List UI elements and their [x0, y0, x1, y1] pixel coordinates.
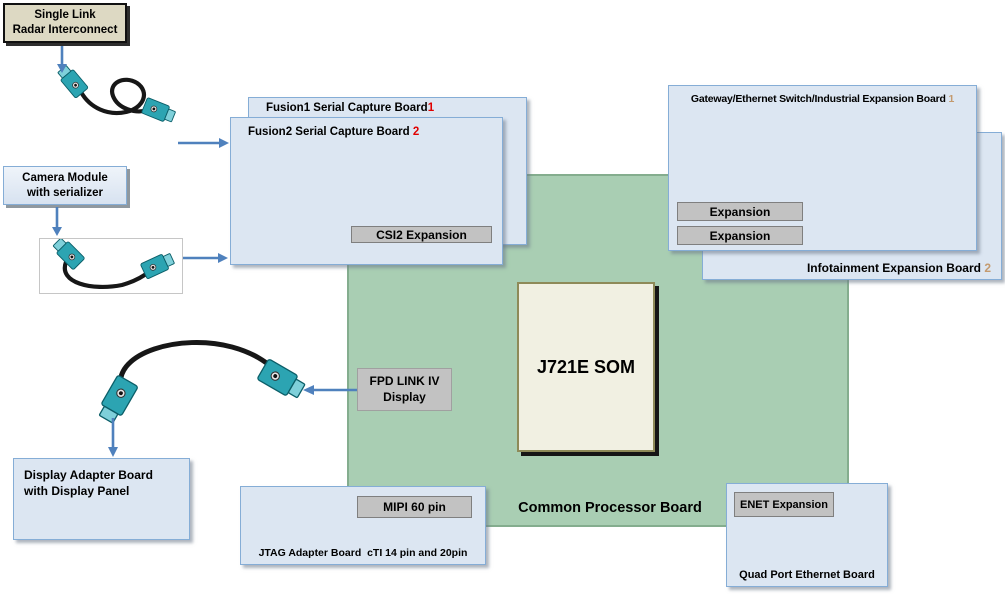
infotainment-number: 2: [984, 261, 991, 275]
enet-expansion-button: ENET Expansion: [734, 492, 834, 517]
radar-box-line1: Single Link: [34, 9, 96, 22]
gateway-title: Gateway/Ethernet Switch/Industrial Expan…: [690, 93, 949, 105]
fusion1-title: Fusion1 Serial Capture Board: [266, 102, 428, 114]
camera-cable-image: [39, 237, 183, 294]
fusion1-number: 1: [427, 102, 435, 114]
arrow-camera-box-to-cable: [52, 207, 62, 236]
gateway-ethernet-switch-industrial-expansion-board: Gateway/Ethernet Switch/Industrial Expan…: [668, 85, 977, 251]
fpd-line2: Display: [383, 389, 426, 404]
fakra-connector-icon: [257, 359, 306, 398]
display-coax-cable: [99, 339, 306, 424]
fpd-line1: FPD LINK IV: [369, 373, 440, 388]
single-link-radar-interconnect-box: Single Link Radar Interconnect: [3, 3, 127, 43]
csi2-expansion-button: CSI2 Expansion: [351, 226, 492, 243]
display-adapter-line2: with Display Panel: [24, 484, 130, 499]
gateway-board-label: Gateway/Ethernet Switch/Industrial Expan…: [669, 93, 976, 105]
camera-box-line1: Camera Module: [22, 171, 108, 184]
fpd-link-iv-display-box: FPD LINK IV Display: [357, 368, 452, 411]
arrow-display-cable-to-adapter: [108, 418, 118, 457]
fakra-connector-icon: [57, 65, 89, 99]
camera-coax-cable: [52, 237, 175, 290]
arrow-radar-box-to-cable: [57, 46, 67, 73]
quad-port-board-label: Quad Port Ethernet Board: [739, 569, 875, 581]
expansion-button-2: Expansion: [677, 226, 803, 245]
radar-coax-cable: [57, 65, 176, 123]
fakra-connector-icon: [140, 253, 175, 279]
infotainment-title: Infotainment Expansion Board: [806, 261, 985, 275]
j721e-som-module: J721E SOM: [517, 282, 655, 452]
fakra-connector-icon: [52, 237, 85, 270]
infotainment-board-label: Infotainment Expansion Board 2: [807, 261, 991, 275]
display-adapter-line1: Display Adapter Board: [24, 468, 153, 482]
fusion2-board-label: Fusion2 Serial Capture Board 2: [248, 126, 502, 138]
camera-module-box: Camera Module with serializer: [3, 166, 127, 205]
arrow-radar-cable-to-fusion: [178, 138, 229, 148]
common-processor-board-label: Common Processor Board: [518, 500, 702, 516]
radar-box-line2: Radar Interconnect: [12, 24, 118, 36]
expansion-button-1: Expansion: [677, 202, 803, 221]
fusion1-board-label: Fusion1 Serial Capture Board1: [266, 102, 526, 114]
fusion2-number: 2: [412, 126, 420, 138]
fakra-connector-icon: [141, 97, 176, 123]
fusion2-title: Fusion2 Serial Capture Board: [248, 126, 413, 138]
camera-box-line2: with serializer: [26, 186, 104, 199]
jtag-board-label: JTAG Adapter Board cTI 14 pin and 20pin: [258, 547, 468, 559]
arrow-camera-cable-to-fusion: [183, 253, 228, 263]
mipi-60-pin-button: MIPI 60 pin: [357, 496, 472, 518]
gateway-number: 1: [948, 93, 955, 105]
display-adapter-board: Display Adapter Board with Display Panel: [13, 458, 190, 540]
arrow-fpd-to-display-cable: [303, 385, 357, 395]
